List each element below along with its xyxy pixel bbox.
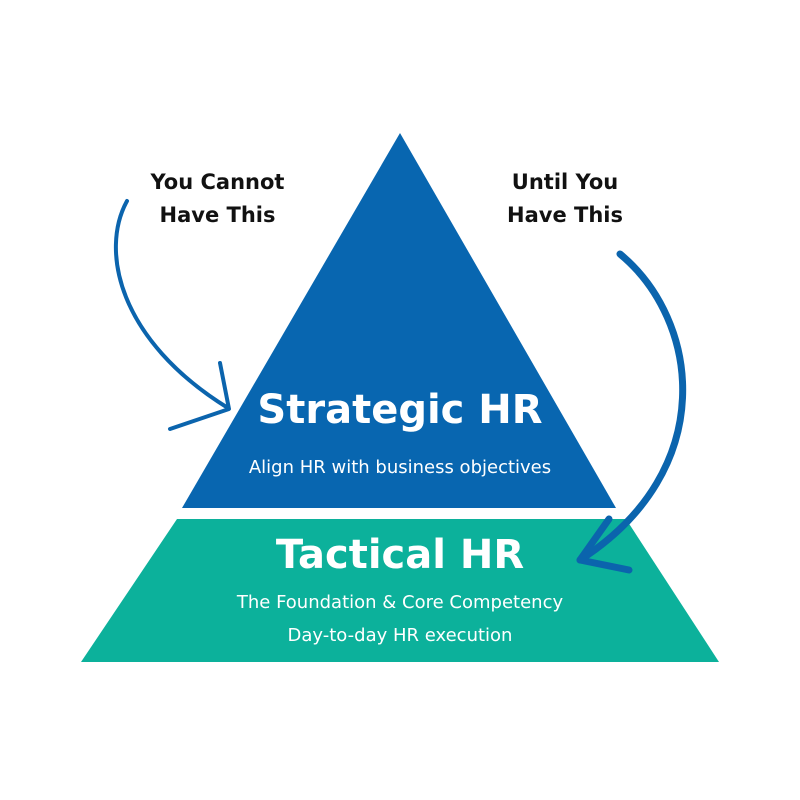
right-callout: Until You Have This: [490, 166, 640, 232]
strategic-tier-shape: [182, 133, 616, 508]
strategic-tier-title: Strategic HR: [257, 387, 543, 433]
tactical-tier-shape: [81, 519, 719, 662]
left-callout: You Cannot Have This: [140, 166, 295, 232]
right-callout-line2: Have This: [507, 203, 623, 227]
right-callout-line1: Until You: [511, 170, 619, 194]
tactical-tier-title: Tactical HR: [275, 532, 525, 578]
tactical-tier-line1: The Foundation & Core Competency: [236, 592, 564, 613]
strategic-tier-subtitle: Align HR with business objectives: [248, 457, 552, 478]
left-callout-line2: Have This: [159, 203, 276, 227]
curved-arrow-right-icon: [114, 199, 231, 431]
curved-arrow-down-left-icon: [576, 250, 687, 574]
tactical-tier-line2: Day-to-day HR execution: [287, 625, 513, 646]
left-callout-line1: You Cannot: [150, 170, 285, 194]
